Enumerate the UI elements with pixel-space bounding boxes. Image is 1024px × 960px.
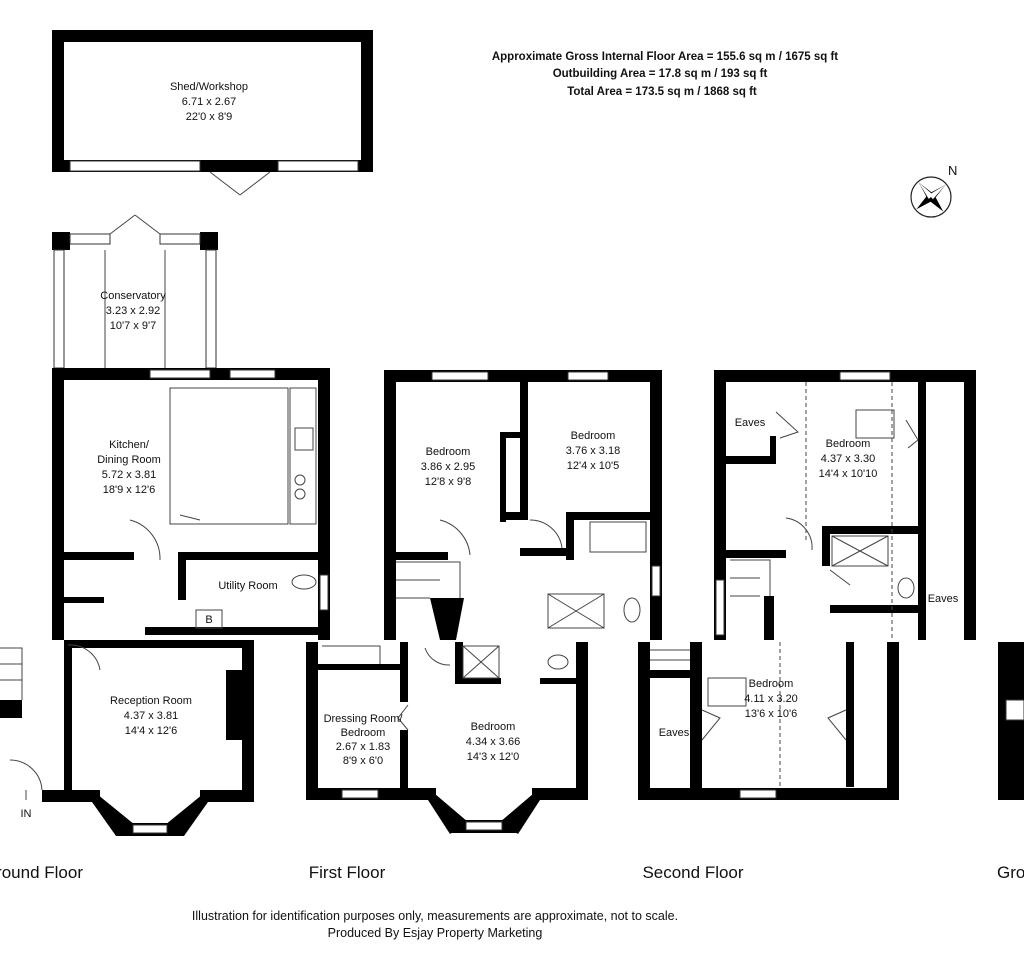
sf-eaves-1-label: Eaves bbox=[735, 417, 766, 429]
svg-text:Reception Room: Reception Room bbox=[110, 695, 192, 707]
svg-text:Bedroom: Bedroom bbox=[571, 430, 616, 442]
svg-text:5.72 x 3.81: 5.72 x 3.81 bbox=[102, 469, 156, 481]
compass-icon: N bbox=[910, 163, 957, 218]
svg-text:6.71 x 2.67: 6.71 x 2.67 bbox=[182, 96, 236, 108]
ff-bedroom-2-label: Bedroom 3.76 x 3.18 12'4 x 10'5 bbox=[566, 430, 620, 472]
second-floor-title: Second Floor bbox=[642, 863, 743, 882]
sf-bedroom-1-label: Bedroom 4.37 x 3.30 14'4 x 10'10 bbox=[819, 438, 878, 480]
ground-floor-repeat-title: Gro bbox=[997, 863, 1024, 882]
svg-text:Dining Room: Dining Room bbox=[97, 454, 161, 466]
svg-text:18'9 x 12'6: 18'9 x 12'6 bbox=[103, 484, 156, 496]
shed-outline bbox=[52, 30, 373, 196]
first-floor-rear-outline bbox=[384, 370, 662, 640]
svg-text:4.34 x 3.66: 4.34 x 3.66 bbox=[466, 736, 520, 748]
svg-text:Shed/Workshop: Shed/Workshop bbox=[170, 81, 248, 93]
svg-text:12'4 x 10'5: 12'4 x 10'5 bbox=[567, 460, 620, 472]
svg-text:2.67 x 1.83: 2.67 x 1.83 bbox=[336, 741, 390, 753]
svg-text:14'4 x 12'6: 14'4 x 12'6 bbox=[125, 725, 178, 737]
dressing-room-label: Dressing Room/ Bedroom 2.67 x 1.83 8'9 x… bbox=[324, 713, 404, 767]
disclaimer-text: Illustration for identification purposes… bbox=[192, 909, 678, 923]
svg-text:22'0 x 8'9: 22'0 x 8'9 bbox=[186, 111, 232, 123]
shed-label: Shed/Workshop 6.71 x 2.67 22'0 x 8'9 bbox=[170, 81, 248, 123]
ground-floor-rear-outline bbox=[52, 368, 330, 640]
svg-text:4.37 x 3.30: 4.37 x 3.30 bbox=[821, 453, 875, 465]
svg-text:Utility Room: Utility Room bbox=[218, 580, 277, 592]
svg-text:Bedroom: Bedroom bbox=[826, 438, 871, 450]
second-floor-front-outline bbox=[638, 642, 1024, 800]
first-floor-title: First Floor bbox=[309, 863, 386, 882]
sf-eaves-2-label: Eaves bbox=[928, 593, 959, 605]
svg-text:3.86 x 2.95: 3.86 x 2.95 bbox=[421, 461, 475, 473]
svg-text:10'7 x 9'7: 10'7 x 9'7 bbox=[110, 320, 156, 332]
svg-text:Bedroom: Bedroom bbox=[471, 721, 516, 733]
first-floor-front-outline bbox=[306, 642, 588, 834]
svg-text:3.23 x 2.92: 3.23 x 2.92 bbox=[106, 305, 160, 317]
entrance-label: IN bbox=[21, 808, 32, 820]
ground-floor-title: Ground Floor bbox=[0, 863, 83, 882]
total-area-text: Total Area = 173.5 sq m / 1868 sq ft bbox=[567, 86, 757, 98]
svg-text:13'6 x 10'6: 13'6 x 10'6 bbox=[745, 708, 798, 720]
kitchen-label: Kitchen/ Dining Room 5.72 x 3.81 18'9 x … bbox=[97, 439, 161, 496]
compass-north-label: N bbox=[948, 163, 957, 178]
second-floor-rear-outline bbox=[714, 370, 976, 640]
sf-bedroom-2-label: Bedroom 4.11 x 3.20 13'6 x 10'6 bbox=[744, 678, 798, 720]
svg-text:4.11 x 3.20: 4.11 x 3.20 bbox=[744, 693, 798, 705]
utility-label: Utility Room B bbox=[205, 580, 277, 626]
svg-text:Kitchen/: Kitchen/ bbox=[109, 439, 150, 451]
svg-text:14'3 x 12'0: 14'3 x 12'0 bbox=[467, 751, 520, 763]
svg-text:Bedroom: Bedroom bbox=[749, 678, 794, 690]
svg-text:Bedroom: Bedroom bbox=[341, 727, 386, 739]
outbuilding-area-text: Outbuilding Area = 17.8 sq m / 193 sq ft bbox=[553, 68, 768, 80]
ground-floor-front-outline bbox=[0, 640, 254, 836]
gross-area-text: Approximate Gross Internal Floor Area = … bbox=[492, 51, 838, 63]
svg-text:3.76 x 3.18: 3.76 x 3.18 bbox=[566, 445, 620, 457]
conservatory-label: Conservatory 3.23 x 2.92 10'7 x 9'7 bbox=[100, 290, 166, 332]
svg-text:8'9 x 6'0: 8'9 x 6'0 bbox=[343, 755, 383, 767]
ff-bedroom-3-label: Bedroom 4.34 x 3.66 14'3 x 12'0 bbox=[466, 721, 520, 763]
ff-bedroom-1-label: Bedroom 3.86 x 2.95 12'8 x 9'8 bbox=[421, 446, 475, 488]
svg-text:Bedroom: Bedroom bbox=[426, 446, 471, 458]
svg-text:14'4 x 10'10: 14'4 x 10'10 bbox=[819, 468, 878, 480]
sf-eaves-3-label: Eaves bbox=[659, 727, 690, 739]
reception-label: Reception Room 4.37 x 3.81 14'4 x 12'6 bbox=[110, 695, 192, 737]
svg-text:Dressing Room/: Dressing Room/ bbox=[324, 713, 404, 725]
svg-text:Conservatory: Conservatory bbox=[100, 290, 166, 302]
boiler-label: B bbox=[205, 614, 212, 626]
area-summary: Approximate Gross Internal Floor Area = … bbox=[492, 51, 838, 98]
svg-text:12'8 x 9'8: 12'8 x 9'8 bbox=[425, 476, 471, 488]
svg-text:4.37 x 3.81: 4.37 x 3.81 bbox=[124, 710, 178, 722]
credit-text: Produced By Esjay Property Marketing bbox=[328, 926, 543, 940]
